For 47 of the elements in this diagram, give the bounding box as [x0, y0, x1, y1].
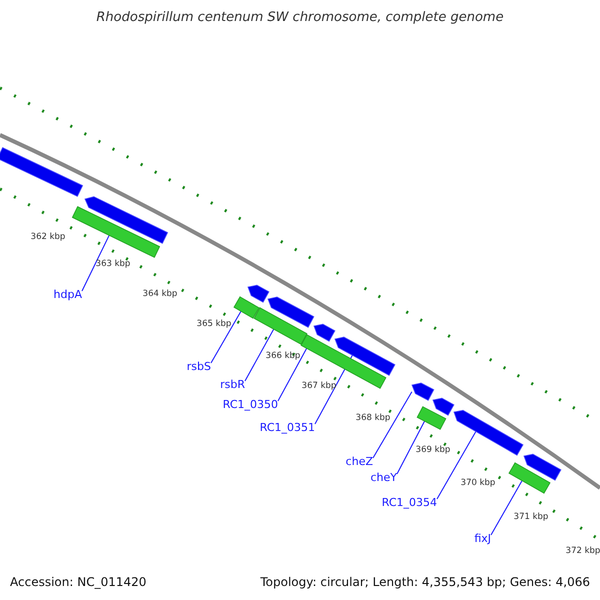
gene-bar [233, 296, 260, 319]
position-label: 365 kbp [196, 319, 232, 329]
position-label: 371 kbp [514, 512, 548, 522]
footer-note: Topology: circular; Length: 4,355,543 bp; Genes: 4,066 [260, 575, 590, 589]
gene-name: rsbR [220, 378, 245, 391]
footer-note: Accession: NC_011420 [10, 575, 146, 589]
leader-line [436, 431, 476, 500]
gene-feature [453, 410, 524, 456]
gene-name: RC1_0354 [382, 496, 437, 509]
leader-line [372, 391, 412, 458]
gene-feature [334, 336, 396, 376]
gene-name: RC1_0350 [222, 398, 278, 411]
gene-feature [267, 296, 314, 328]
gene-feature [247, 284, 270, 303]
leader-line [490, 480, 523, 536]
position-label: 368 kbp [356, 413, 390, 423]
gene-name: RC1_0351 [260, 421, 315, 434]
position-label: 372 kbp [566, 546, 600, 556]
gene-name: rsbS [186, 360, 211, 373]
leader-line [210, 310, 242, 364]
position-label: 369 kbp [416, 445, 450, 455]
title: Rhodospirillum centenum SW chromosome, complete genome [95, 10, 505, 25]
gene-bar [0, 147, 84, 197]
position-label: 364 kbp [142, 289, 178, 299]
gene-feature [432, 398, 454, 416]
gene-bar [254, 307, 308, 345]
position-label: 367 kbp [302, 381, 336, 391]
gene-bar [416, 406, 446, 430]
leader-line [244, 328, 274, 382]
position-label: 370 kbp [460, 478, 496, 488]
gene-bar [72, 206, 160, 258]
gene-feature [411, 382, 434, 401]
gene-name: fixJ [474, 532, 491, 545]
gene-bar [508, 462, 551, 494]
position-label: 362 kbp [30, 232, 66, 242]
gene-name: cheZ [346, 455, 373, 468]
gene-feature [84, 196, 168, 244]
gene-name: cheY [370, 471, 397, 484]
position-label: 363 kbp [96, 259, 130, 269]
gene-feature [313, 324, 336, 342]
leader-line [82, 234, 110, 292]
leader-line [396, 420, 426, 474]
position-label: 366 kbp [266, 351, 300, 361]
gene-feature [523, 454, 562, 481]
leader-line [278, 348, 308, 402]
gene-bar [300, 334, 386, 389]
gene-name: hdpA [54, 288, 82, 301]
